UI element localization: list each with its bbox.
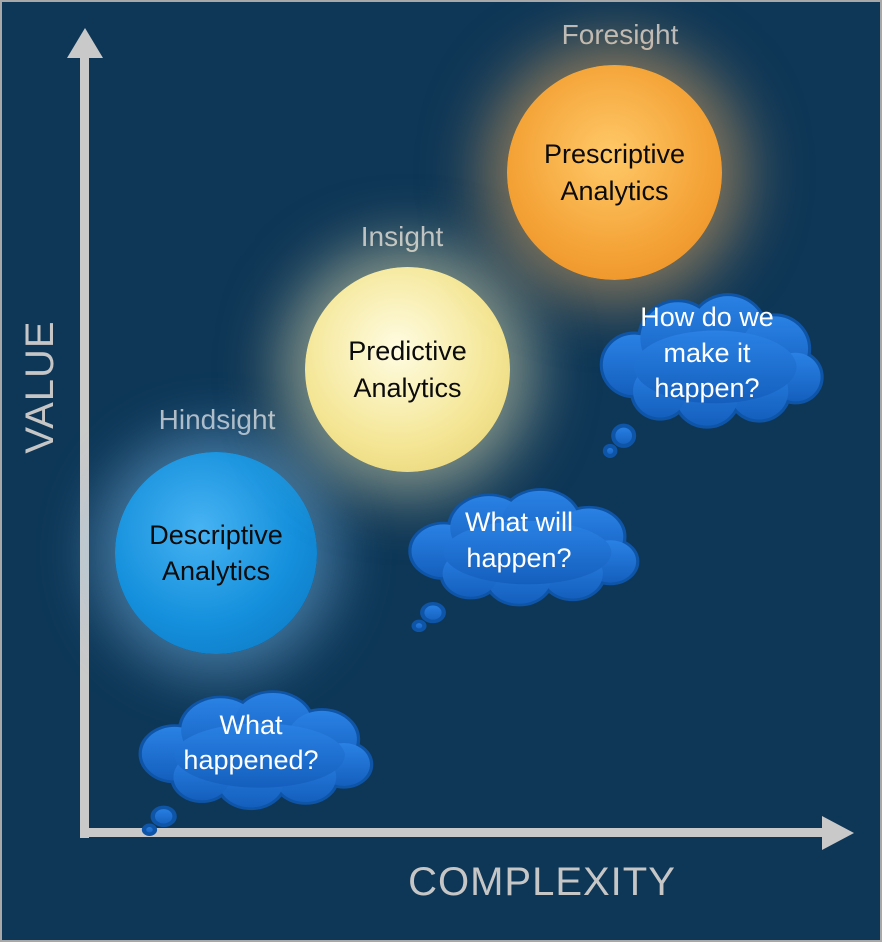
stage-label-foresight: Foresight	[561, 19, 679, 50]
stage-label-insight: Insight	[360, 221, 444, 252]
bubble-text-what-happened: What happened?	[183, 710, 319, 776]
descriptive-analytics-label: Descriptive Analytics	[149, 519, 283, 586]
predictive-analytics-circle: Predictive Analytics	[305, 267, 510, 472]
prescriptive-analytics-circle: Prescriptive Analytics	[507, 65, 722, 280]
bubble-text-how-do-we-make-it-happen: How do we make it happen?	[640, 302, 774, 403]
y-axis-label: VALUE	[18, 320, 62, 454]
x-axis-label: COMPLEXITY	[408, 860, 676, 904]
thought-bubble-what-happened: What happened?	[120, 684, 382, 836]
y-axis-line	[80, 56, 89, 838]
bubble-text-what-will-happen: What will happen?	[464, 507, 573, 573]
thought-bubble-how-do-we-make-it-happen: How do we make it happen?	[582, 286, 832, 458]
y-axis-arrowhead-icon	[67, 28, 103, 58]
x-axis-line	[80, 828, 822, 837]
stage-label-hindsight: Hindsight	[158, 404, 276, 435]
descriptive-analytics-circle: Descriptive Analytics	[115, 452, 317, 654]
prescriptive-analytics-label: Prescriptive Analytics	[543, 139, 686, 206]
thought-bubble-what-will-happen: What will happen?	[390, 482, 648, 632]
x-axis-arrowhead-icon	[822, 816, 854, 850]
predictive-analytics-label: Predictive Analytics	[348, 336, 467, 403]
